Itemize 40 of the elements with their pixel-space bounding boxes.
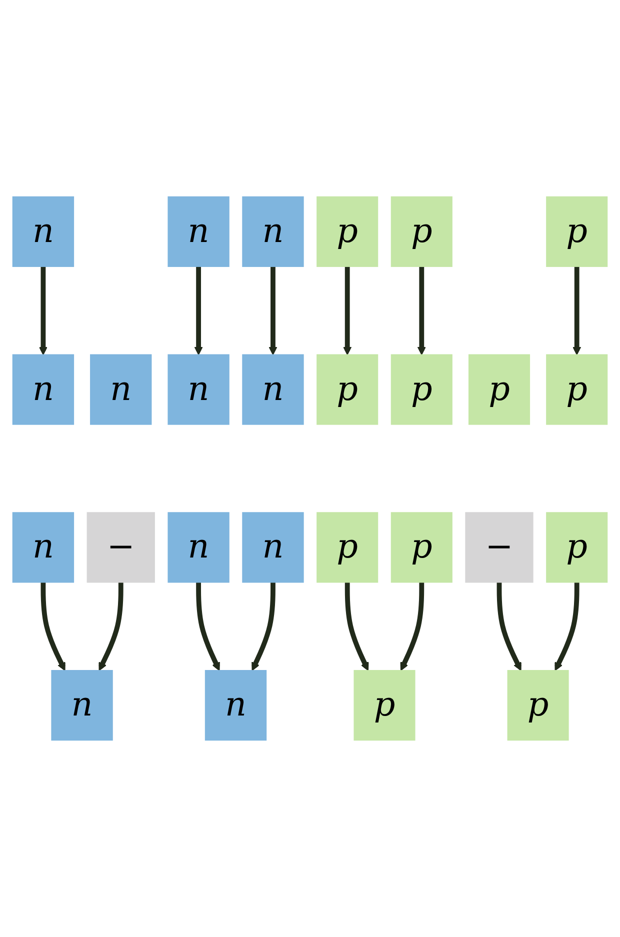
node-box: n [168,196,230,267]
arrow [572,266,582,356]
node-box: n [12,354,74,425]
arrow [196,582,220,671]
node-box: n [168,512,230,583]
node-box: p [507,670,569,741]
node-box: p [316,512,378,583]
node-box: p [546,512,608,583]
node-box: n [242,354,304,425]
node-box: n [12,512,74,583]
arrow [38,266,48,356]
arrow [98,582,124,671]
arrow [344,582,369,671]
arrow [194,266,203,356]
node-box: − [465,512,534,583]
arrow [400,582,424,671]
arrow [496,582,522,671]
arrow [343,266,352,356]
arrow [268,266,278,356]
node-box: p [390,354,452,425]
node-box: n [242,196,304,267]
node-box: n [90,354,152,425]
node-box: p [390,512,452,583]
node-box: p [354,670,416,741]
node-box: n [12,196,74,267]
node-box: n [204,670,267,741]
arrow [40,582,66,671]
node-box: n [168,354,230,425]
node-box: p [546,196,608,267]
node-box: p [316,354,378,425]
node-box: p [546,354,608,425]
arrow [252,582,276,671]
node-box: p [390,196,452,267]
node-box: p [316,196,378,267]
arrow [554,582,580,671]
node-box: − [86,512,155,583]
arrow [417,266,426,356]
node-box: n [51,670,113,741]
node-box: n [242,512,304,583]
node-box: p [468,354,530,425]
